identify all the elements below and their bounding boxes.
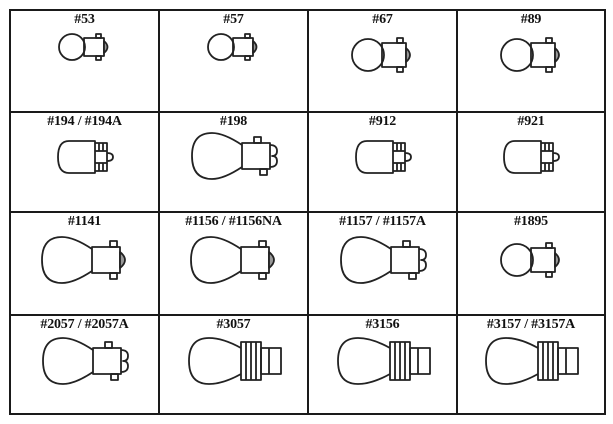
bulb-cell: #3156: [309, 316, 458, 413]
wedge-bulb-icon: [354, 140, 412, 174]
bulb-label: #57: [223, 12, 244, 27]
dual-contact-bayonet-bulb-icon: [339, 236, 427, 284]
bulb-label: #3156: [365, 317, 400, 332]
bulb-cell: #53: [11, 11, 160, 113]
bulb-cell: #1895: [458, 213, 604, 316]
bulb-label: #53: [74, 12, 95, 27]
round-bayonet-bulb-icon: [351, 37, 411, 73]
bulb-label: #194 / #194A: [47, 114, 122, 129]
bulb-label: #3057: [216, 317, 251, 332]
bulb-cell: #194 / #194A: [11, 113, 160, 213]
bulb-cell: #1141: [11, 213, 160, 316]
wedge-bulb-icon: [56, 140, 114, 174]
bulb-label: #3157 / #3157A: [486, 317, 576, 332]
bulb-cell: #89: [458, 11, 604, 113]
bulb-cell: #2057 / #2057A: [11, 316, 160, 413]
bulb-label: #912: [368, 114, 397, 129]
mini-bayonet-bulb-icon: [58, 33, 109, 61]
bulb-label: #1157 / #1157A: [339, 214, 426, 229]
mini-bayonet-bulb-icon: [207, 33, 258, 61]
single-contact-bayonet-bulb-icon: [189, 236, 275, 284]
bulb-label: #2057 / #2057A: [40, 317, 129, 332]
bulb-cell: #1157 / #1157A: [309, 213, 458, 316]
bulb-cell: #1156 / #1156NA: [160, 213, 309, 316]
round-bayonet-bulb-icon: [499, 37, 560, 73]
bulb-cell: #57: [160, 11, 309, 113]
bulb-cell: #3157 / #3157A: [458, 316, 604, 413]
bulb-cell: #921: [458, 113, 604, 213]
bulb-label: #1156 / #1156NA: [185, 214, 282, 229]
round-bayonet-bulb-icon: [499, 242, 560, 278]
bulb-label: #921: [517, 114, 545, 129]
wedge-base-large-bulb-icon: [336, 337, 431, 385]
bulb-label: #67: [372, 12, 393, 27]
dual-contact-bayonet-bulb-icon: [41, 337, 129, 385]
bulb-cell: #198: [160, 113, 309, 213]
bulb-label: #198: [219, 114, 248, 129]
bulb-cell: #912: [309, 113, 458, 213]
wedge-bulb-icon: [503, 140, 560, 174]
single-contact-bayonet-bulb-icon: [40, 236, 126, 284]
bulb-cell: #3057: [160, 316, 309, 413]
wedge-base-large-bulb-icon: [187, 337, 282, 385]
wedge-base-large-bulb-icon: [485, 337, 579, 385]
bulb-cell: #67: [309, 11, 458, 113]
bulb-chart-grid: #53 #57 #67 #89 #194 / #194A #198 #912 #…: [9, 9, 606, 415]
dual-contact-bayonet-bulb-icon: [190, 132, 278, 180]
bulb-label: #89: [520, 12, 542, 27]
bulb-label: #1895: [513, 214, 548, 229]
bulb-label: #1141: [67, 214, 102, 229]
